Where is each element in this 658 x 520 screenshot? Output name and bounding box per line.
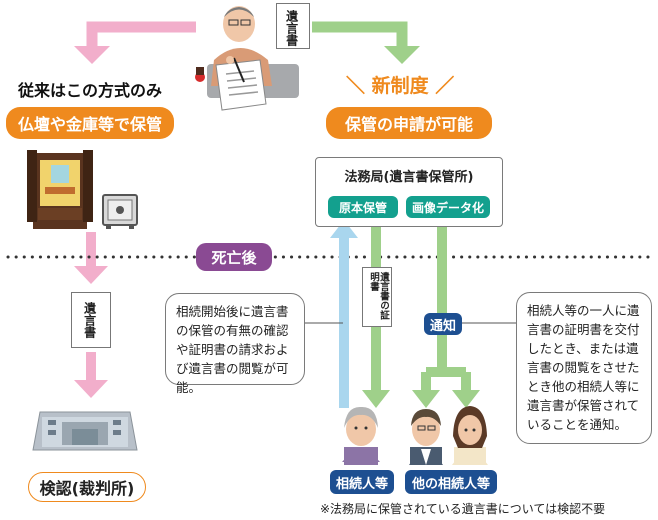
inspection-label: 検認(裁判所) xyxy=(28,472,146,502)
certificate-tag: 遺言書の証明書 xyxy=(362,267,392,327)
safe-icon xyxy=(102,194,138,229)
green-arrow-top xyxy=(312,21,408,48)
pink-arrow-top xyxy=(86,21,196,48)
legal-bureau-box: 法務局(遺言書保管所) 原本保管 画像データ化 xyxy=(315,157,503,227)
new-storage-pill: 保管の申請が可能 xyxy=(326,107,492,139)
footnote: ※法務局に保管されている遺言書については検認不要 xyxy=(320,502,606,516)
image-data-tag: 画像データ化 xyxy=(406,196,490,218)
green-arrowhead-notice-right xyxy=(452,390,480,408)
new-system-left-slash: ＼ xyxy=(346,75,372,97)
will-tag-left-label: 遺言書 xyxy=(82,302,97,338)
other-heirs-badge: 他の相続人等 xyxy=(405,470,497,494)
after-death-badge: 死亡後 xyxy=(196,243,272,271)
writer-figure-icon xyxy=(195,6,299,111)
pink-arrowhead-mid xyxy=(74,266,108,284)
new-system-label: 新制度 xyxy=(371,75,429,97)
woman-icon xyxy=(452,406,488,465)
will-tag-top: 遺言書 xyxy=(276,3,310,49)
heir-badge: 相続人等 xyxy=(330,470,394,494)
new-system-right-slash: ／ xyxy=(428,75,455,97)
will-tag-top-label: 遺言書 xyxy=(284,10,299,46)
notice-badge: 通知 xyxy=(424,313,462,335)
new-system-heading: ＼ 新制度 ／ xyxy=(346,71,454,98)
pink-arrowhead-low xyxy=(74,380,108,398)
old-storage-pill: 仏壇や金庫等で保管 xyxy=(6,107,174,139)
green-arrowhead-top xyxy=(384,46,420,64)
pink-arrowhead-top xyxy=(74,46,110,64)
elderly-woman-icon xyxy=(342,406,380,465)
right-info-bubble: 相続人等の一人に遺言書の証明書を交付したとき、または遺言書の閲覧をさせたとき他の… xyxy=(516,292,652,444)
green-arrowhead-certificate xyxy=(362,390,390,408)
original-storage-tag: 原本保管 xyxy=(328,196,398,218)
old-method-label: 従来はこの方式のみ xyxy=(18,81,163,100)
legal-bureau-title: 法務局(遺言書保管所) xyxy=(344,170,474,185)
man-icon xyxy=(409,409,443,465)
green-arrowhead-notice-left xyxy=(412,390,440,408)
certificate-label: 遺言書の証明書 xyxy=(367,272,389,320)
left-info-bubble: 相続開始後に遺言書の保管の有無の確認や証明書の請求および遺言書の閲覧が可能。 xyxy=(165,293,305,395)
blue-arrowhead-up xyxy=(330,220,358,238)
green-arrow-notice xyxy=(421,222,471,392)
will-tag-left: 遺言書 xyxy=(71,292,111,348)
butsudan-icon xyxy=(27,150,93,229)
courthouse-icon xyxy=(32,411,138,451)
